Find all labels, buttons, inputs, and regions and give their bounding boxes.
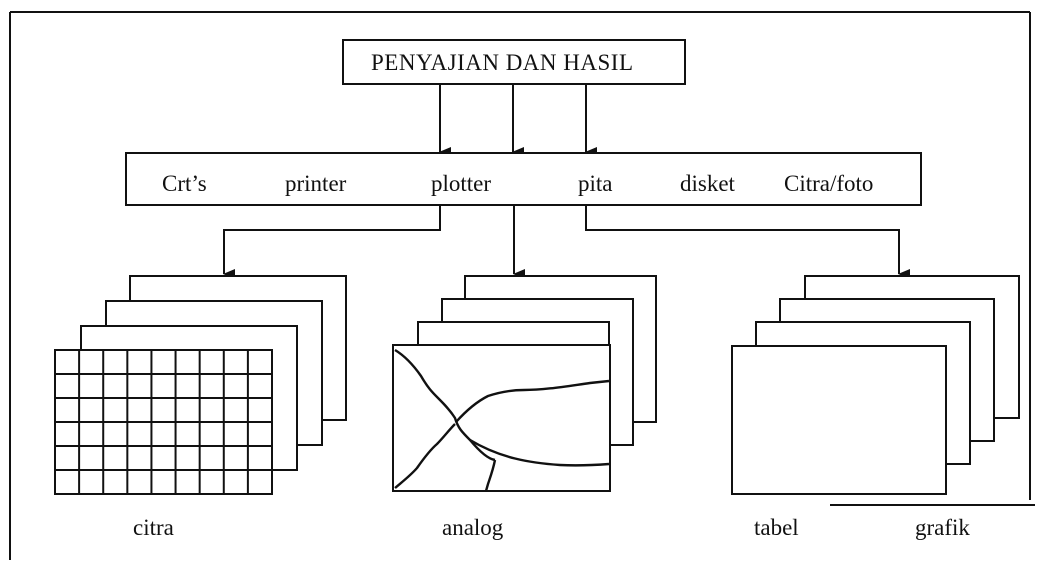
output-label-citra: citra [133,515,174,540]
title-arrows [439,84,597,157]
tabel-sheet-front [731,345,947,495]
outer-frame [9,11,1035,560]
map-line-c [455,379,610,423]
title-box [342,39,686,85]
analog-map-lines [394,348,610,492]
citra-grid [55,350,272,494]
device-pita: pita [578,171,613,196]
connector-tabel [585,205,910,279]
analog-sheet-front [392,344,611,492]
device-crts: Crt’s [162,171,207,196]
analog-stack [392,275,657,492]
device-bar [125,152,922,206]
map-line-b [469,438,610,467]
device-plotter: plotter [431,171,492,196]
device-citra-foto: Citra/foto [784,171,874,196]
diagram-title: PENYAJIAN DAN HASIL [371,50,634,75]
output-label-tabel: tabel [754,515,799,540]
map-line-a [394,348,496,462]
map-line-e [484,459,497,492]
output-label-grafik: grafik [915,515,970,540]
tabel-stack [731,275,1020,495]
citra-stack [54,275,347,495]
connector-citra [223,205,441,279]
map-line-d [394,423,456,489]
output-connectors [223,205,910,279]
output-label-analog: analog [442,515,504,540]
device-disket: disket [680,171,735,196]
device-printer: printer [285,171,347,196]
